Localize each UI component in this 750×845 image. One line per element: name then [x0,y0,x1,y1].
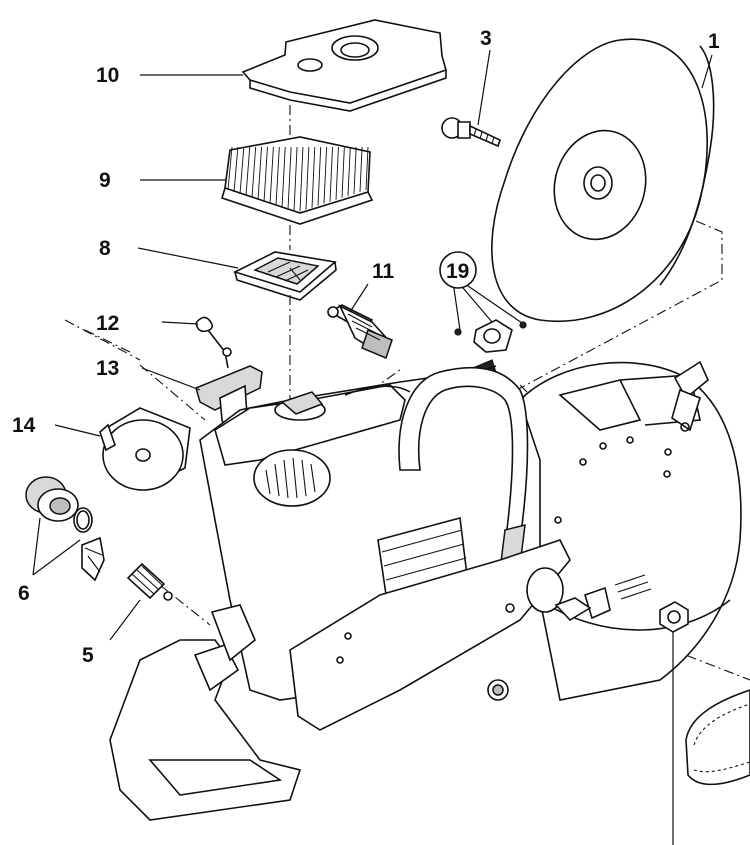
label-12: 12 [96,312,119,335]
part-9-air-filter [221,136,374,225]
pleat-line [281,146,286,208]
part-8-filter-base [232,251,337,301]
label-1: 1 [708,30,720,53]
label-3: 3 [480,27,492,50]
pleat-line [257,146,263,200]
pleat-line [365,146,369,191]
pleat-line [233,146,239,192]
pleat-line [269,146,274,204]
pleat-line [335,146,339,200]
machine-body [109,360,742,821]
label-10: 10 [96,64,119,87]
pleat-line [323,146,328,204]
pleat-line [329,146,333,202]
pleat-line [317,146,322,206]
part-12-wire-clip [195,316,232,369]
part-11-spark-plug [327,304,393,360]
label-13: 13 [96,357,119,380]
part-labels: 10 9 8 12 13 14 6 5 3 1 11 19 [12,27,720,667]
label-11: 11 [372,260,395,283]
label-6: 6 [18,582,30,605]
filter-pleats [227,146,369,212]
nut [659,601,689,633]
pleat-line [245,146,251,196]
pleat-line [251,146,257,198]
pleat-line [311,146,316,208]
pleat-line [299,146,304,212]
pleat-line [263,146,268,202]
label-19-circle [439,251,477,289]
pleat-line [293,146,298,212]
pleat-line [341,146,345,198]
part-14-starter-pulley [99,407,191,491]
part-6-fuel-cap [25,476,105,582]
label-19: 19 [446,260,469,283]
pleat-line [305,146,310,210]
part-5-fuel-filter [126,562,173,601]
part-10-filter-cover [241,19,447,112]
pleat-line [353,146,357,194]
drive-belt [685,689,750,786]
label-5: 5 [82,644,94,667]
pleat-line [227,146,233,191]
pleat-line [239,146,245,194]
pleat-line [347,146,351,196]
pleat-line [275,146,280,206]
label-9: 9 [99,169,111,192]
part-1-cutting-disc [491,38,715,322]
pleat-line [359,146,363,192]
pleat-line [287,146,292,210]
label-8: 8 [99,237,111,260]
label-14: 14 [12,414,36,437]
part-3-bolt [441,117,501,148]
